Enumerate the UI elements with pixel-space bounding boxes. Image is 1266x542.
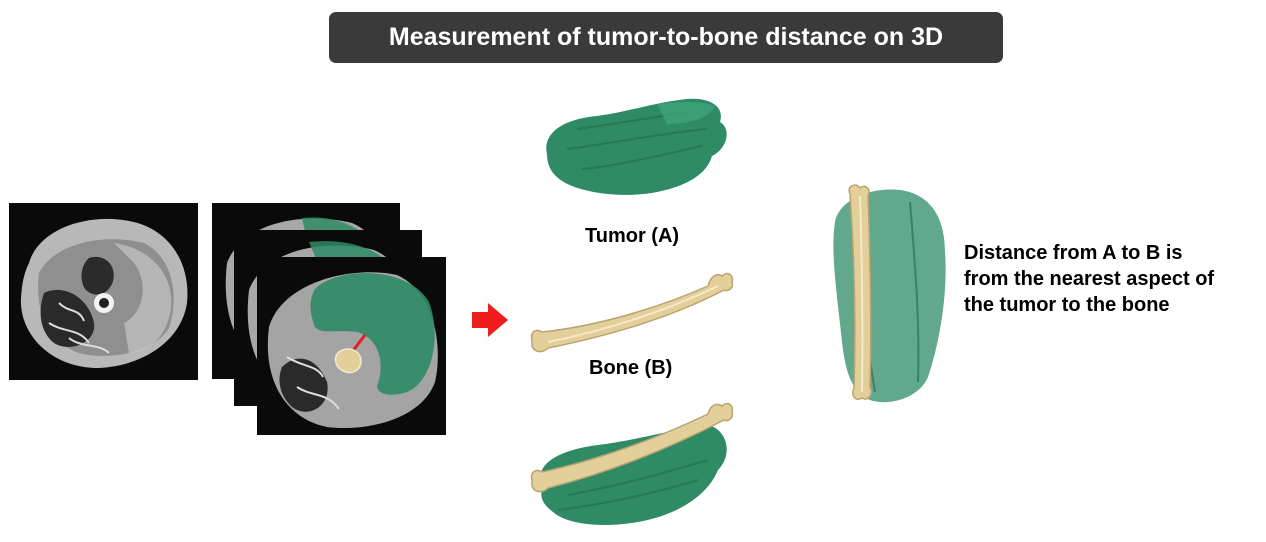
mri-slice-original [9,203,198,380]
bone-segmentation-mask [336,349,361,373]
mri-segmented-image [257,257,446,435]
mri-slice-image [9,203,198,380]
page-title: Measurement of tumor-to-bone distance on… [389,23,943,52]
bone-3d-model [528,266,740,358]
bone-label: Bone (B) [589,357,672,380]
combined-3d-vertical-view [820,182,960,412]
combined-3d-model [528,400,740,540]
tumor-label: Tumor (A) [585,225,679,248]
mri-stack-front-segmented [257,257,446,435]
description-line-3: the tumor to the bone [964,292,1264,318]
distance-description: Distance from A to B is from the nearest… [964,240,1264,318]
right-arrow-icon [472,303,508,337]
description-line-2: from the nearest aspect of [964,266,1264,292]
title-banner: Measurement of tumor-to-bone distance on… [329,12,1003,63]
tumor-3d-model [537,94,737,209]
description-line-1: Distance from A to B is [964,240,1264,266]
